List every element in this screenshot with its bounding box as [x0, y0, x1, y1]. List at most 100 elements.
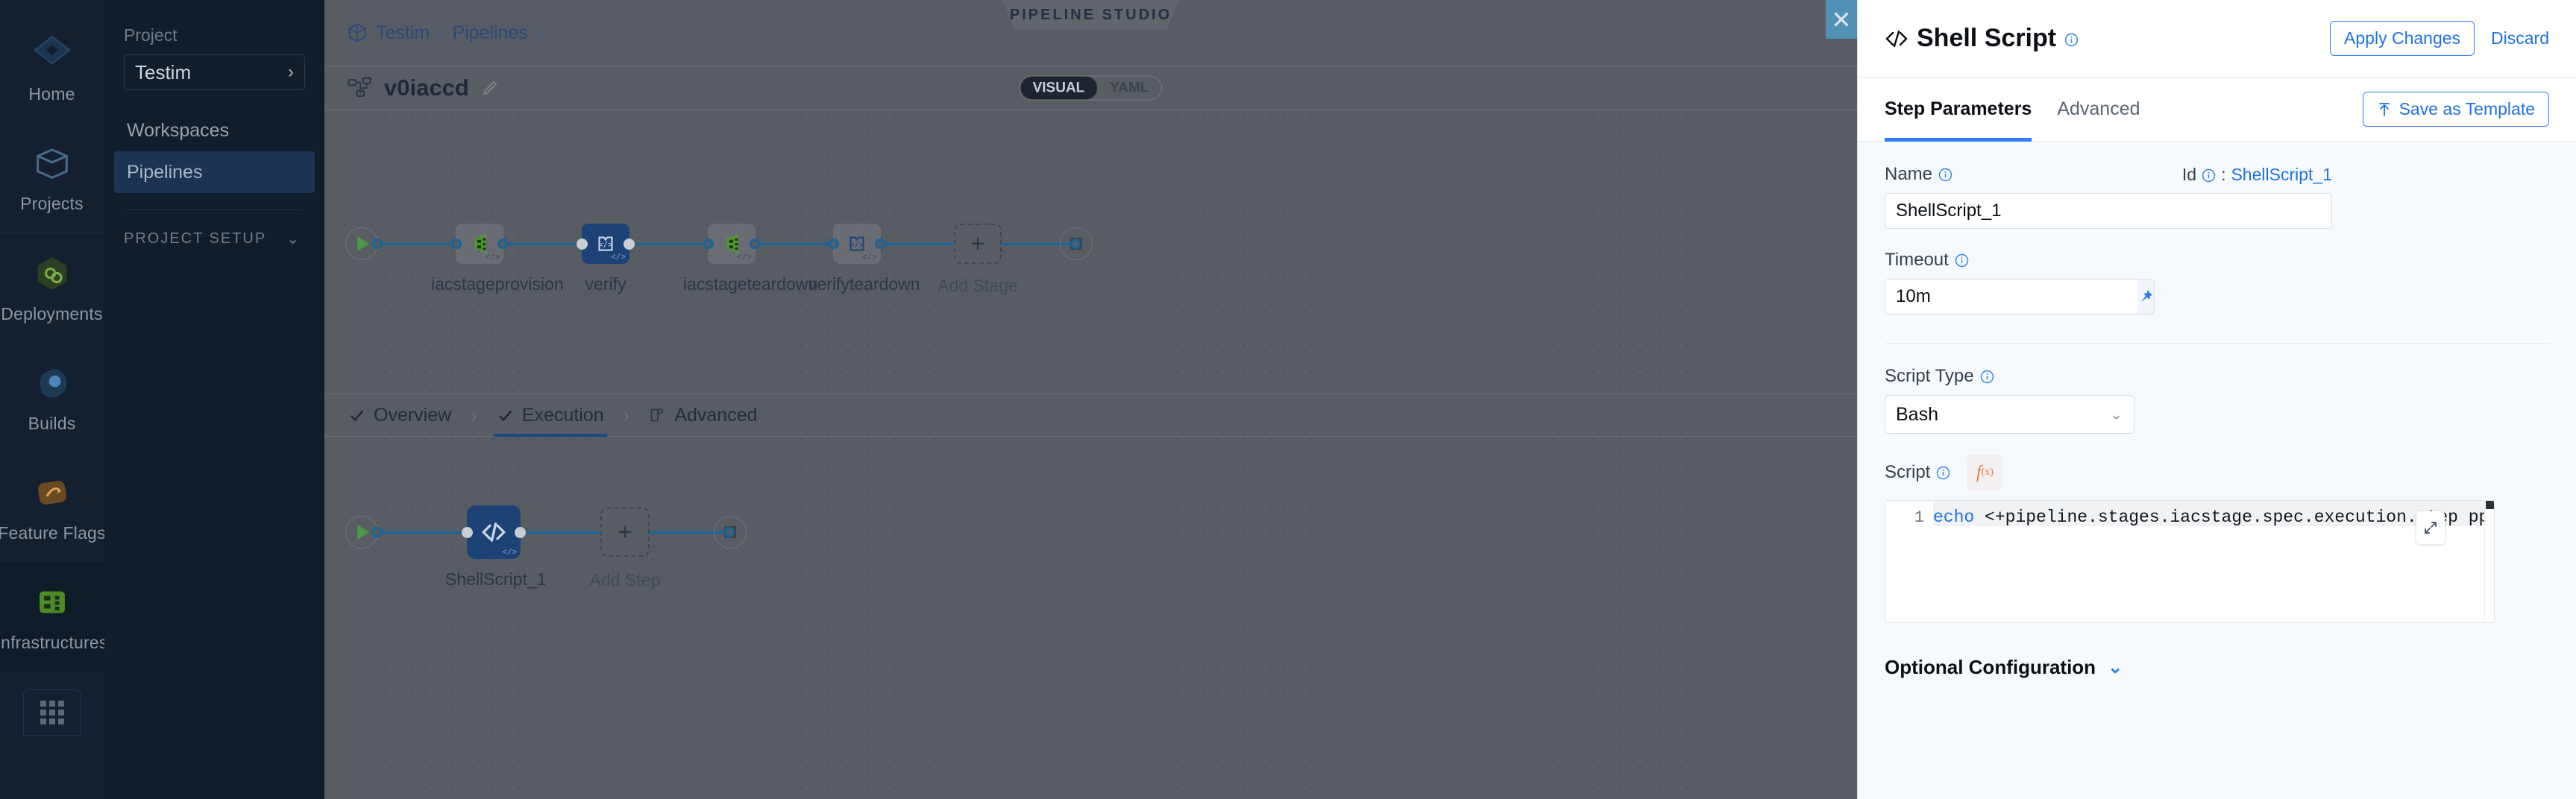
sidebar-item-home[interactable]: Home	[0, 13, 104, 123]
connector-dot	[875, 239, 885, 249]
stage-node-iacstageteardown[interactable]: </> iacstageteardown	[683, 224, 817, 294]
discard-button[interactable]: Discard	[2491, 28, 2549, 48]
sidebar-item-builds[interactable]: Builds	[0, 343, 104, 452]
breadcrumb-item-project[interactable]: Testim	[376, 22, 430, 43]
view-mode-visual[interactable]: VISUAL	[1020, 76, 1098, 100]
chevron-right-icon: ›	[288, 62, 294, 82]
save-as-template-button[interactable]: Save as Template	[2362, 92, 2549, 127]
stage-node-label: verify	[585, 274, 626, 294]
view-mode-toggle[interactable]: VISUAL YAML	[1019, 75, 1163, 101]
deployments-infinity-icon	[31, 252, 74, 295]
breadcrumb-item-pipelines[interactable]: Pipelines	[452, 22, 529, 43]
stage-node-label: iacstageteardown	[683, 274, 818, 294]
pipeline-icon	[347, 75, 372, 101]
save-as-template-label: Save as Template	[2398, 99, 2535, 119]
info-icon[interactable]	[2064, 24, 2079, 53]
step-config-panel: Shell Script Apply Changes Discard Step …	[1857, 0, 2576, 799]
tab-advanced[interactable]: Advanced	[646, 394, 760, 437]
tab-separator-icon: ›	[623, 403, 630, 426]
stage-node-verify[interactable]: </> </> verify	[582, 224, 629, 294]
script-type-label-group: Script Type	[1885, 366, 2549, 387]
connector-dot	[724, 527, 735, 537]
name-label: Name	[1885, 164, 1933, 184]
pin-icon[interactable]	[2137, 279, 2155, 315]
expression-fx-button[interactable]: f(x)	[1967, 455, 2003, 490]
sidebar-item-feature-flags[interactable]: Feature Flags	[0, 452, 106, 562]
panel-header-actions: Apply Changes Discard	[2330, 21, 2549, 56]
stage-type-tag: </>	[611, 253, 626, 262]
connector-dot	[829, 239, 839, 249]
script-editor[interactable]: 1 echo <+pipeline.stages.iacstage.spec.e…	[1885, 500, 2495, 623]
add-step-button[interactable]: + Add Step	[590, 508, 660, 590]
name-field[interactable]	[1885, 193, 2332, 229]
step-node-shellscript-1[interactable]: </> ShellScript_1	[445, 505, 547, 589]
sidebar-item-workspaces[interactable]: Workspaces	[114, 110, 315, 151]
breadcrumb: Testim › Pipelines ›	[347, 22, 542, 44]
chevron-down-icon: ⌄	[286, 231, 301, 247]
info-icon[interactable]	[1980, 366, 1994, 387]
sidebar-item-projects[interactable]: Projects	[0, 123, 104, 233]
panel-title-group: Shell Script	[1885, 24, 2079, 53]
pipeline-title-group: v0iaccd	[347, 75, 499, 101]
tab-step-parameters[interactable]: Step Parameters	[1885, 78, 2032, 142]
project-setup-section[interactable]: PROJECT SETUP ⌄	[124, 230, 305, 248]
add-stage-label: Add Stage	[937, 276, 1018, 295]
project-setup-label: PROJECT SETUP	[124, 230, 267, 247]
sidebar-item-label: Deployments	[1, 304, 103, 323]
connector-dot	[750, 239, 760, 249]
panel-tabs: Step Parameters Advanced Save as Templat…	[1858, 78, 2576, 142]
stage-config-tabs: Overview › Execution ›	[324, 394, 1857, 437]
info-icon[interactable]	[1936, 462, 1950, 483]
script-label: Script	[1885, 462, 1931, 482]
stage-type-tag: </>	[485, 253, 500, 262]
sidebar-item-label: Home	[28, 84, 75, 104]
tab-separator-icon: ›	[471, 403, 477, 426]
expand-fullscreen-icon[interactable]	[2416, 511, 2445, 544]
close-icon[interactable]: ✕	[1826, 0, 1857, 39]
project-nav: Workspaces Pipelines	[114, 110, 315, 193]
script-type-select[interactable]: Bash PowerShell	[1885, 395, 2134, 434]
stage-node-verifyteardown[interactable]: </> </> verifyteardown	[808, 224, 920, 294]
top-bar: Testim › Pipelines › PIPELINE STUDIO ✕	[324, 0, 1857, 66]
stage-flow-row: </> iacstageprovision </> </> verify	[345, 224, 1093, 295]
connector-dot	[372, 527, 383, 537]
optional-configuration-toggle[interactable]: Optional Configuration ⌄	[1885, 656, 2549, 679]
connector-line	[383, 531, 462, 534]
pencil-icon[interactable]	[481, 79, 499, 97]
tab-label: Advanced	[2057, 98, 2140, 119]
tab-panel-advanced[interactable]: Advanced	[2057, 78, 2140, 142]
pipeline-canvas[interactable]: </> iacstageprovision </> </> verify	[324, 110, 1857, 799]
info-icon[interactable]	[1938, 164, 1953, 185]
info-icon[interactable]	[1955, 250, 1969, 271]
script-code-line[interactable]: echo <+pipeline.stages.iacstage.spec.exe…	[1933, 501, 2494, 526]
tab-label: Step Parameters	[1885, 98, 2032, 119]
editor-scrollbar[interactable]	[2484, 501, 2494, 622]
add-stage-button[interactable]: + Add Stage	[937, 224, 1018, 295]
tab-overview[interactable]: Overview	[345, 394, 454, 437]
sidebar-item-deployments[interactable]: Deployments	[0, 233, 104, 343]
code-keyword: echo	[1933, 508, 1975, 526]
project-selector[interactable]: Testim ›	[124, 54, 305, 90]
id-separator: :	[2221, 164, 2226, 184]
stage-node-iacstageprovision[interactable]: </> iacstageprovision	[431, 224, 564, 294]
timeout-label-group: Timeout	[1885, 250, 2549, 271]
sidebar-item-infrastructures[interactable]: Infrastructures	[0, 562, 107, 672]
view-mode-yaml[interactable]: YAML	[1110, 80, 1149, 95]
check-icon	[348, 407, 365, 423]
connector-line	[1002, 242, 1070, 245]
panel-header: Shell Script Apply Changes Discard	[1858, 0, 2576, 78]
script-type-label: Script Type	[1885, 366, 1974, 386]
apply-changes-button[interactable]: Apply Changes	[2330, 21, 2475, 56]
iac-stage-icon	[467, 231, 492, 256]
info-icon[interactable]	[2202, 165, 2216, 185]
timeout-field[interactable]	[1885, 279, 2137, 315]
grid-apps-icon[interactable]	[22, 689, 81, 736]
step-flow-row: </> ShellScript_1 + Add Step	[345, 505, 747, 590]
sidebar-item-pipelines[interactable]: Pipelines	[114, 151, 315, 193]
timeout-label: Timeout	[1885, 250, 1949, 270]
tab-execution[interactable]: Execution	[493, 394, 607, 437]
breadcrumb-separator: ›	[536, 22, 543, 43]
connector-line	[760, 242, 829, 245]
line-number: 1	[1885, 501, 1933, 527]
id-value[interactable]: ShellScript_1	[2231, 164, 2332, 184]
